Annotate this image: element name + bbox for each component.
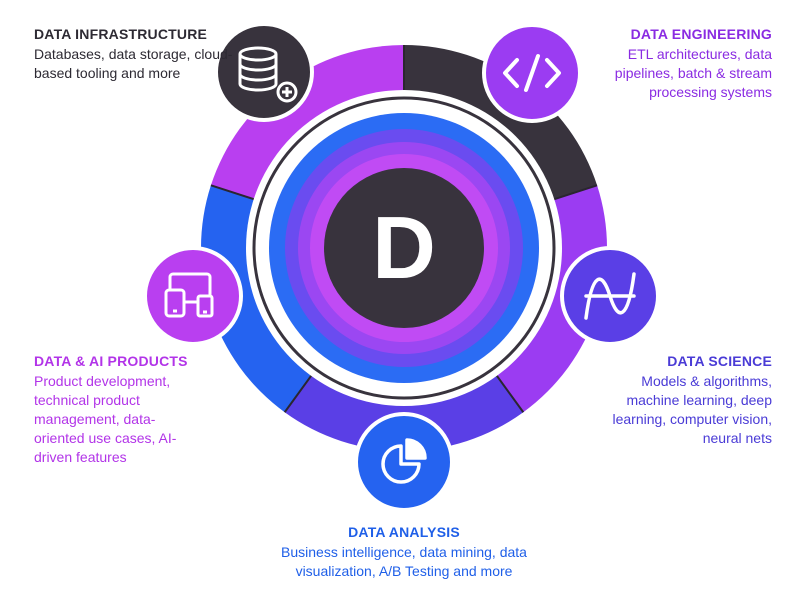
label-data-infrastructure: DATA INFRASTRUCTURE Databases, data stor… [34, 26, 234, 83]
icon-bubble-engineering [482, 23, 582, 123]
icon-bubble-science [560, 246, 660, 346]
segment-title: DATA ANALYSIS [348, 524, 460, 540]
label-data-analysis: DATA ANALYSIS Business intelligence, dat… [280, 524, 528, 581]
code-brackets-icon [503, 54, 561, 92]
segment-title: DATA ENGINEERING [630, 26, 772, 42]
pie-chart-icon [381, 438, 427, 484]
label-data-science: DATA SCIENCE Models & algorithms, machin… [612, 353, 772, 448]
label-data-ai-products: DATA & AI PRODUCTS Product development, … [34, 353, 204, 467]
icon-bubble-analysis [354, 412, 454, 512]
core-center [324, 168, 484, 328]
database-plus-icon [238, 46, 298, 103]
devices-icon [164, 272, 214, 318]
segment-title: DATA & AI PRODUCTS [34, 353, 188, 369]
label-data-engineering: DATA ENGINEERING ETL architectures, data… [572, 26, 772, 102]
segment-title: DATA INFRASTRUCTURE [34, 26, 208, 42]
center-letter: D [372, 198, 436, 297]
segment-description: ETL architectures, data pipelines, batch… [614, 46, 772, 100]
icon-bubble-infrastructure [214, 22, 314, 122]
waveform-icon [584, 272, 636, 320]
segment-description: Product development, technical product m… [34, 373, 177, 465]
segment-description: Business intelligence, data mining, data… [281, 544, 527, 579]
segment-title: DATA SCIENCE [667, 353, 772, 369]
icon-bubble-products [143, 246, 243, 346]
inner-dark-outline [252, 96, 556, 400]
segment-description: Databases, data storage, cloud-based too… [34, 46, 233, 81]
segment-description: Models & algorithms, machine learning, d… [612, 373, 772, 446]
